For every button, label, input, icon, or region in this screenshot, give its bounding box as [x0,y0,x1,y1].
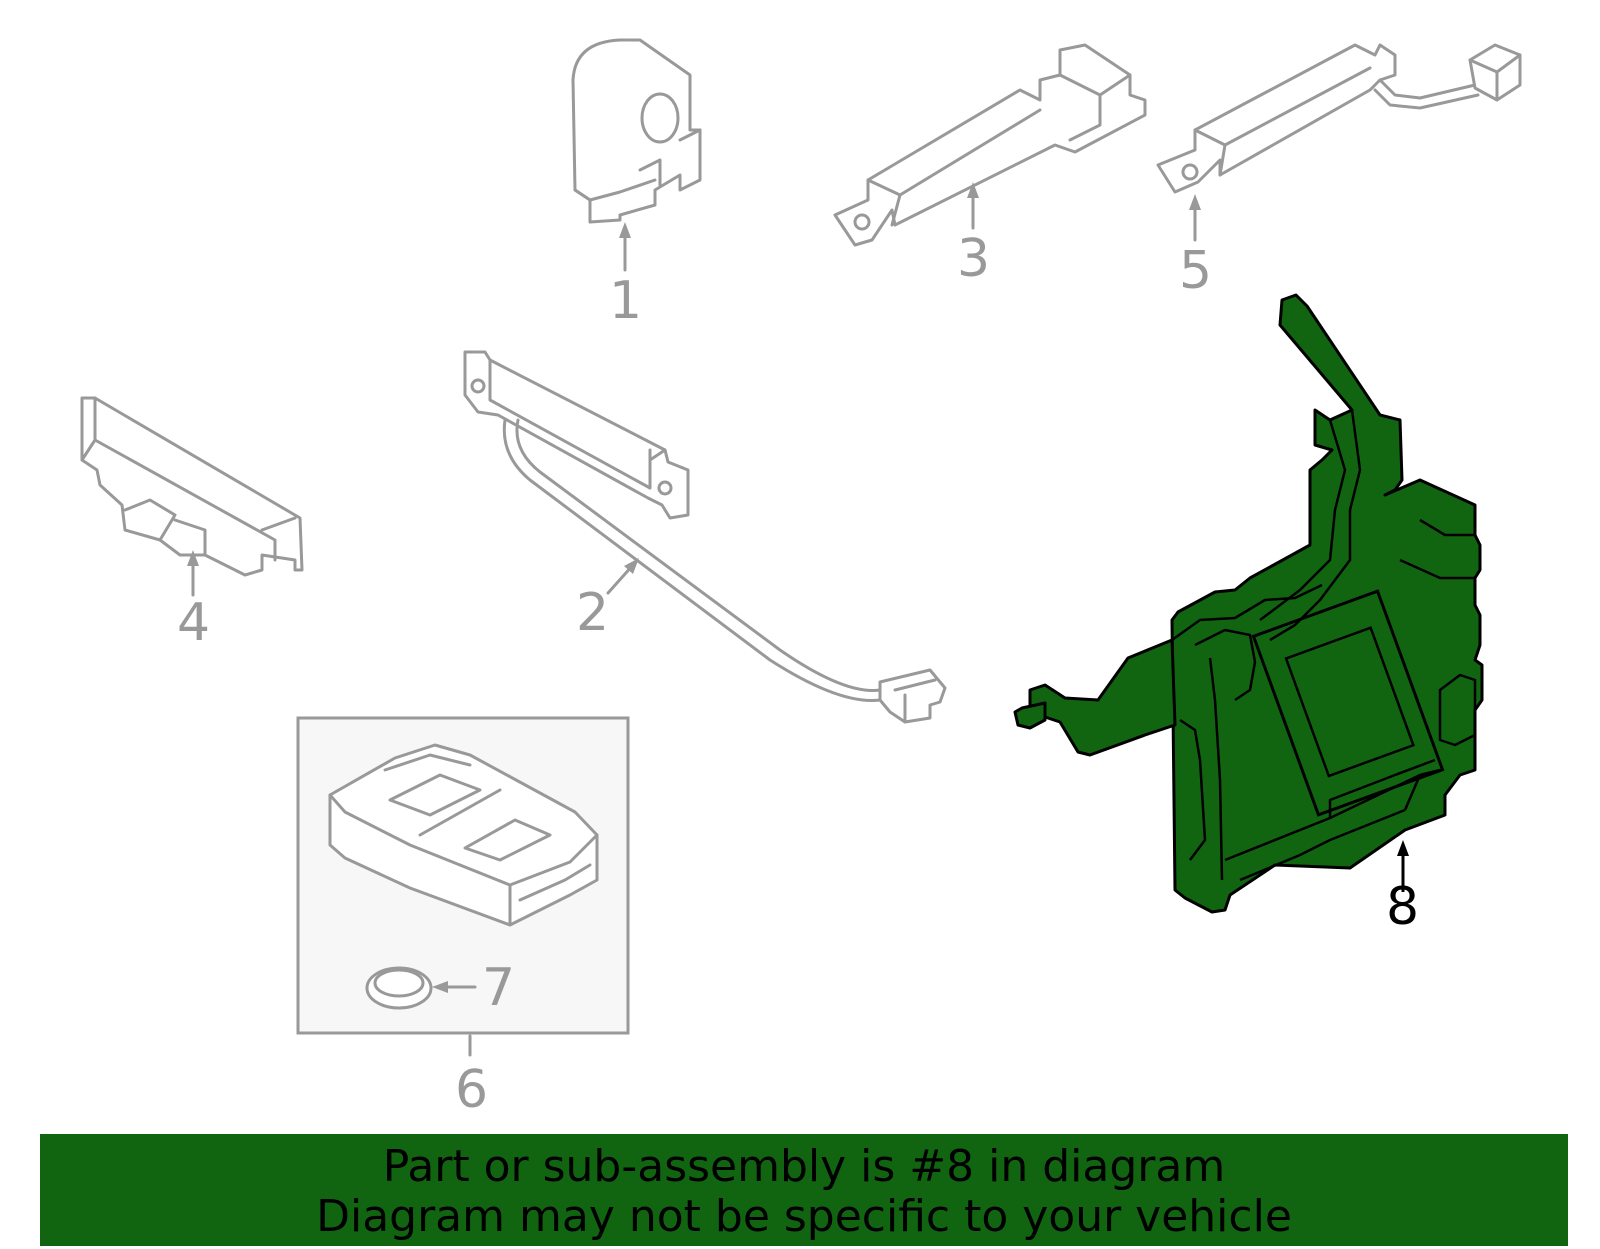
callout-5: 5 [1179,194,1212,301]
part-4-bar-antenna [80,396,304,577]
callout-1: 1 [609,222,642,331]
svg-text:2: 2 [576,583,609,643]
part-5-antenna [1156,43,1522,194]
svg-text:6: 6 [455,1060,488,1120]
part-2-antenna-cable [463,350,947,724]
part-1-immobilizer-coil [571,38,702,224]
callout-7: 7 [432,958,515,1018]
callout-8: 8 [1386,840,1419,937]
banner-line-2: Diagram may not be specific to your vehi… [316,1191,1292,1242]
part-6-smart-key-box [296,716,630,1035]
callout-6: 6 [455,1034,488,1120]
svg-text:8: 8 [1386,877,1419,937]
callout-4: 4 [177,550,210,653]
part-3-antenna [833,43,1147,247]
info-banner: Part or sub-assembly is #8 in diagram Di… [40,1134,1568,1246]
callout-3: 3 [957,182,990,289]
part-8-smart-key-module [1013,293,1484,914]
callout-2: 2 [576,558,639,643]
svg-text:5: 5 [1179,241,1212,301]
part-7-battery [365,966,433,1010]
svg-text:3: 3 [957,229,990,289]
svg-text:7: 7 [482,958,515,1018]
svg-text:1: 1 [609,271,642,331]
svg-text:4: 4 [177,593,210,653]
banner-line-1: Part or sub-assembly is #8 in diagram [382,1141,1226,1192]
